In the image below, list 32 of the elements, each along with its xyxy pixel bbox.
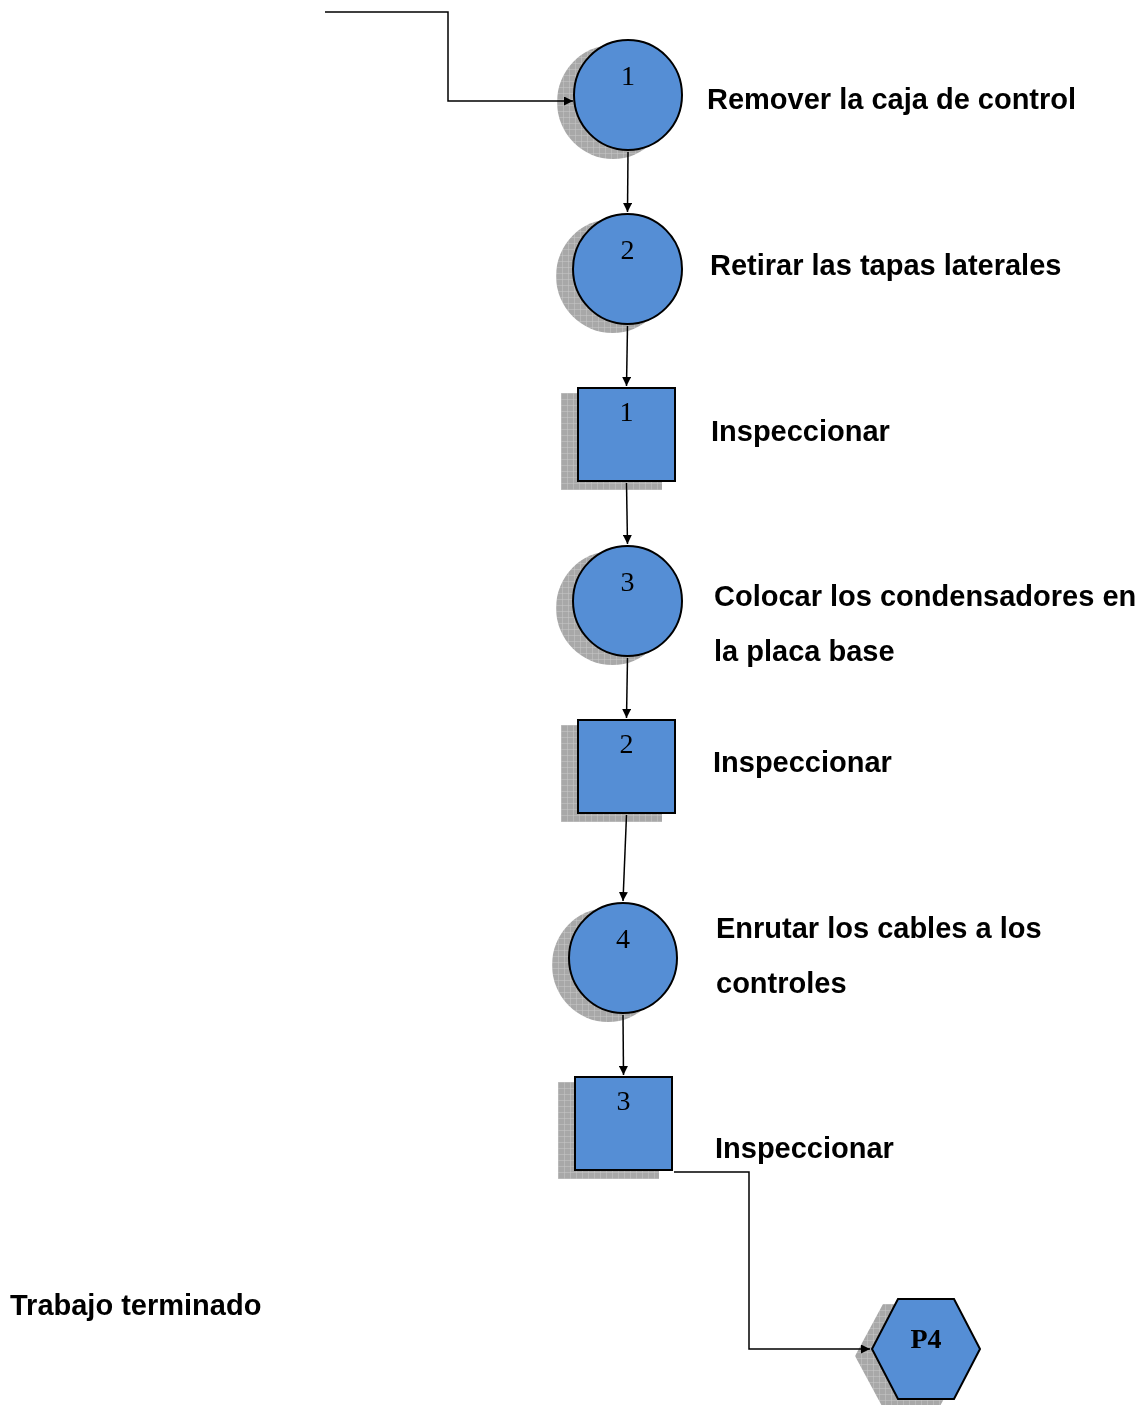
operation-circle xyxy=(571,544,684,658)
arrow xyxy=(622,482,632,545)
inspection-square xyxy=(576,386,677,483)
step-number: 3 xyxy=(616,1087,631,1115)
step-number: 2 xyxy=(620,236,635,264)
step-description: Colocar los condensadores en la placa base xyxy=(714,579,1138,669)
step-number: 3 xyxy=(620,568,635,596)
step-description: Inspeccionar xyxy=(711,414,890,449)
arrow xyxy=(623,151,633,213)
arrow xyxy=(618,814,628,902)
arrow xyxy=(622,657,632,719)
operation-circle xyxy=(567,901,679,1015)
step-description: Inspeccionar xyxy=(715,1131,894,1166)
end-note: Trabajo terminado xyxy=(10,1288,262,1323)
operation-circle xyxy=(572,38,684,152)
inspection-square xyxy=(576,718,677,815)
step-description: Inspeccionar xyxy=(713,745,892,780)
inspection-square xyxy=(573,1075,674,1172)
arrow xyxy=(618,1014,628,1076)
step-number: 2 xyxy=(619,730,634,758)
step-number: 1 xyxy=(619,398,634,426)
connector-hexagon xyxy=(870,1297,982,1401)
arrow xyxy=(673,1171,871,1354)
step-description: Retirar las tapas laterales xyxy=(710,248,1062,283)
step-number: 4 xyxy=(616,925,630,953)
step-description: Enrutar los cables a los controles xyxy=(716,911,1043,1001)
operation-circle xyxy=(571,212,684,326)
step-number: 1 xyxy=(621,62,635,90)
arrow xyxy=(622,325,632,387)
step-description: Remover la caja de control xyxy=(707,82,1077,117)
arrow xyxy=(324,11,574,106)
step-number: P4 xyxy=(910,1325,942,1353)
